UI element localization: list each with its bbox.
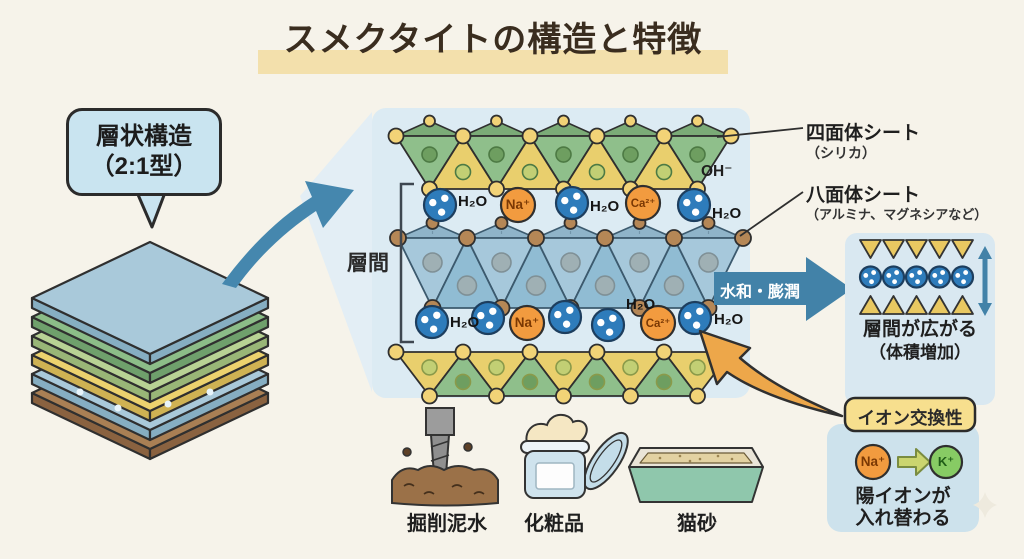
octahedral-sheet-label: 八面体シート [806, 185, 921, 206]
sodium-ion-label: Na⁺ [505, 197, 531, 212]
tetrahedral-sheet-sublabel: （シリカ） [806, 145, 876, 161]
callout-line2: （2:1型） [90, 153, 198, 180]
water-label: H₂O [458, 193, 488, 210]
hydration-arrow [714, 257, 852, 321]
application-label-cat-litter: 猫砂 [677, 513, 717, 535]
water-label: H₂O [450, 314, 480, 331]
hydroxide-label: OH⁻ [701, 163, 733, 180]
zoom-fan [300, 112, 372, 392]
application-label-drilling-mud: 掘削泥水 [407, 513, 487, 535]
blue-curved-arrow [222, 181, 354, 288]
swelling-result-line2: （体積増加） [869, 343, 971, 362]
sodium-ion-label: Na⁺ [860, 454, 886, 469]
interlayer-bracket [399, 182, 414, 344]
calcium-ion-label: Ca²⁺ [630, 198, 656, 210]
swelling-result-line1: 層間が広がる [862, 319, 977, 340]
sodium-ion-label: Na⁺ [514, 315, 540, 330]
ion-exchange-caption-line2: 入れ替わる [855, 508, 951, 529]
swelling-illustration [858, 239, 992, 316]
label-line-octahedral [739, 191, 804, 237]
page-title: スメクタイトの構造と特徴 [283, 21, 703, 59]
hydration-arrow-label: 水和・膨潤 [719, 284, 800, 301]
tetrahedral-sheet-top [387, 114, 740, 198]
application-label-cosmetics: 化粧品 [524, 513, 584, 535]
water-label: H₂O [712, 205, 742, 222]
title-highlight-bar [258, 50, 728, 74]
octahedral-sheet-sublabel: （アルミナ、マグネシアなど） [806, 207, 988, 222]
callout-line1: 層状構造 [96, 123, 192, 150]
octahedral-sheet [389, 216, 752, 317]
ion-exchange-title-box [843, 396, 977, 433]
interlayer-ions [414, 184, 713, 343]
label-line-tetrahedral [716, 127, 804, 138]
potassium-ion-label: K⁺ [937, 454, 955, 469]
ion-exchange-illustration [854, 443, 964, 481]
tetrahedral-sheet-label: 四面体シート [806, 123, 921, 144]
ion-exchange-title: イオン交換性 [857, 408, 963, 428]
sparkle [973, 492, 997, 518]
interlayer-label: 層間 [347, 252, 389, 275]
application-icons [391, 407, 764, 507]
water-label: H₂O [626, 296, 656, 313]
ion-exchange-arrow [698, 329, 844, 418]
water-label: H₂O [590, 198, 620, 215]
water-label: H₂O [714, 311, 744, 328]
calcium-ion-label: Ca²⁺ [645, 318, 671, 330]
layered-structure-callout: 層状構造 （2:1型） [66, 108, 222, 196]
layer-stack-illustration [30, 240, 270, 461]
ion-exchange-caption-line1: 陽イオンが [855, 486, 951, 507]
tetrahedral-sheet-bottom [387, 343, 740, 405]
